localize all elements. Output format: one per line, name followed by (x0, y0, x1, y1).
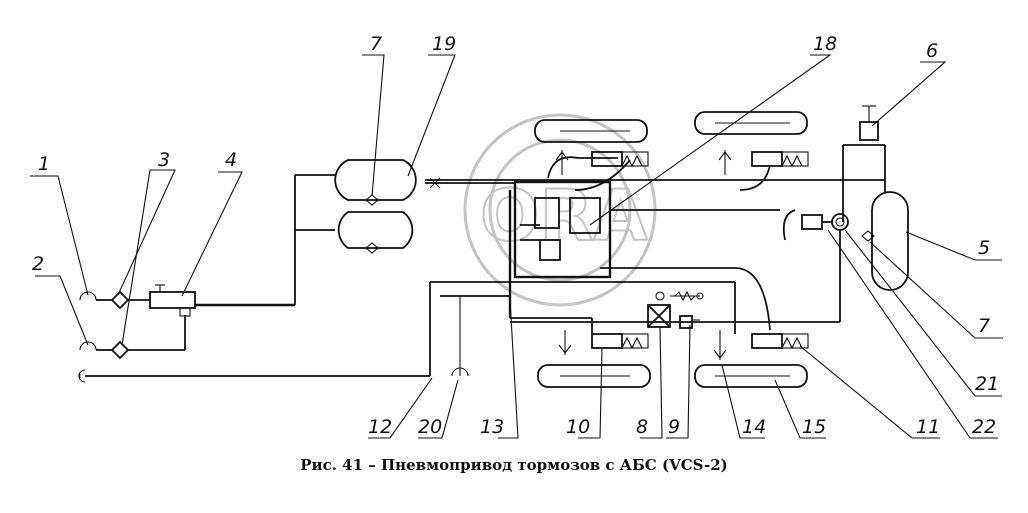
callout-22: 22 (972, 416, 996, 438)
rear-axle (537, 330, 809, 388)
callout-5: 5 (978, 237, 990, 259)
callout-6: 6 (926, 40, 938, 62)
callout-21: 21 (975, 373, 999, 395)
callout-8: 8 (636, 416, 648, 438)
callout-13: 13 (480, 416, 504, 438)
callout-20: 20 (418, 416, 442, 438)
supply-lines (195, 174, 335, 307)
watermark-gear: ORA (463, 113, 657, 307)
callout-18: 18 (813, 33, 837, 55)
callout-14: 14 (742, 416, 766, 438)
callout-2: 2 (32, 253, 44, 275)
callout-10: 10 (566, 416, 590, 438)
filter-3-bottom (110, 340, 130, 360)
inlet-connections (79, 290, 186, 360)
reservoir-5 (842, 105, 909, 291)
callout-1: 1 (38, 153, 50, 175)
pipe-13 (508, 190, 771, 334)
reservoir-19 (334, 159, 441, 254)
figure-caption: Рис. 41 – Пневмопривод тормозов с АБС (V… (300, 456, 728, 474)
callout-4: 4 (225, 149, 237, 171)
front-axle (534, 111, 809, 175)
callout-19: 19 (432, 33, 456, 55)
control-line-12 (78, 281, 735, 383)
valve-21-22 (510, 209, 849, 323)
callout-7-top: 7 (370, 33, 382, 55)
leader-lines (30, 54, 1003, 439)
valve-8 (647, 290, 704, 328)
callout-12: 12 (368, 416, 392, 438)
callout-3: 3 (158, 149, 170, 171)
filter-3-top (110, 290, 130, 310)
callout-9: 9 (668, 416, 680, 438)
callout-11: 11 (916, 416, 940, 438)
watermark-text: ORA (480, 175, 648, 257)
valve-4 (149, 284, 196, 317)
abs-module-18 (513, 156, 780, 279)
callout-15: 15 (802, 416, 826, 438)
callout-7-right: 7 (978, 315, 990, 337)
